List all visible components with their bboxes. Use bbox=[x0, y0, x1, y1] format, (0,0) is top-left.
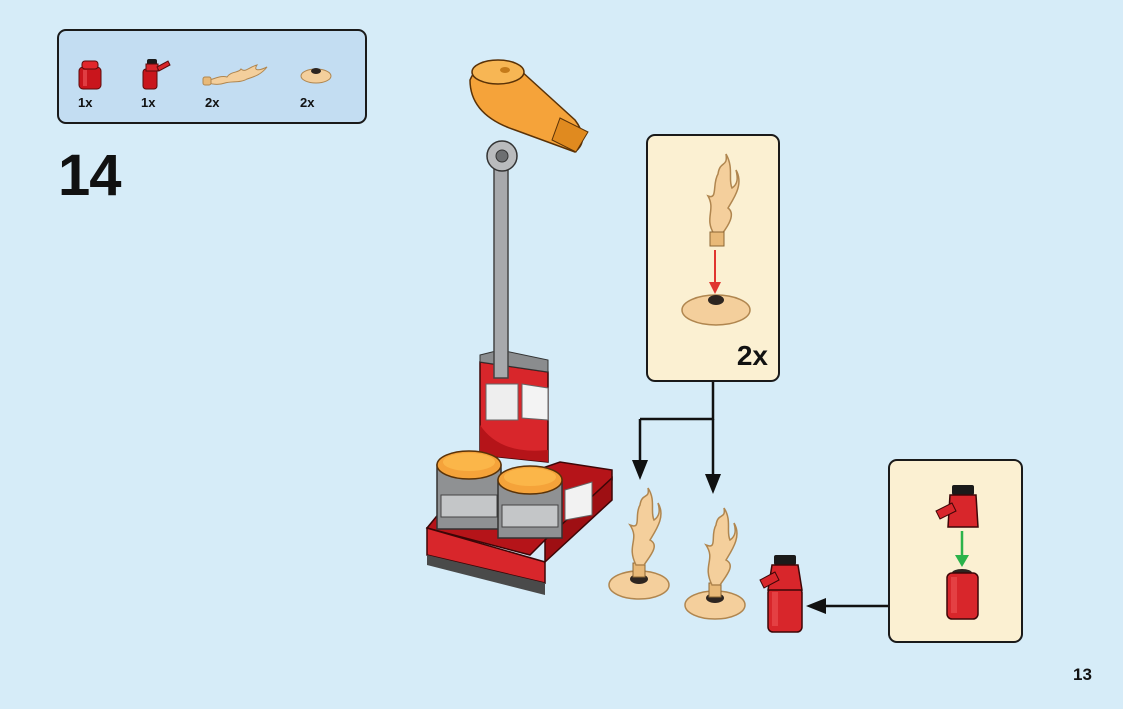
round-plate-tan-icon bbox=[300, 68, 332, 84]
arrow-lines bbox=[638, 382, 888, 608]
callout-extinguisher-assembly-diagram bbox=[935, 485, 979, 620]
callout-quantity: 2x bbox=[736, 340, 768, 371]
lamp-pole-model bbox=[486, 140, 518, 379]
part-qty: 2x bbox=[300, 95, 315, 110]
part-qty: 1x bbox=[141, 95, 156, 110]
barrel-right-model bbox=[497, 465, 563, 539]
flame-on-plate-left-model bbox=[608, 487, 670, 600]
arrow-down-right bbox=[705, 474, 721, 494]
callout-extinguisher-assembly bbox=[888, 459, 1023, 643]
callout-flame-assembly: 2x bbox=[646, 134, 780, 382]
callout-flame-assembly-diagram bbox=[681, 153, 751, 326]
parts-list-box: 1x 1x 2x 2x bbox=[57, 29, 367, 124]
page-number: 13 bbox=[1073, 665, 1092, 684]
step-number: 14 bbox=[58, 143, 122, 208]
arrow-down-left bbox=[632, 460, 648, 480]
round-brick-red-icon bbox=[78, 60, 102, 90]
fire-extinguisher-model bbox=[759, 555, 803, 633]
fire-extinguisher-head-red-icon bbox=[142, 59, 171, 90]
red-upright-model bbox=[479, 349, 549, 463]
part-qty: 2x bbox=[205, 95, 220, 110]
flame-tan-icon bbox=[202, 64, 268, 86]
flame-on-plate-right-model bbox=[684, 507, 746, 620]
orange-cone-lamp-model bbox=[469, 59, 589, 153]
part-qty: 1x bbox=[78, 95, 93, 110]
barrel-left-model bbox=[436, 450, 502, 530]
arrow-left-extinguisher bbox=[806, 598, 826, 614]
